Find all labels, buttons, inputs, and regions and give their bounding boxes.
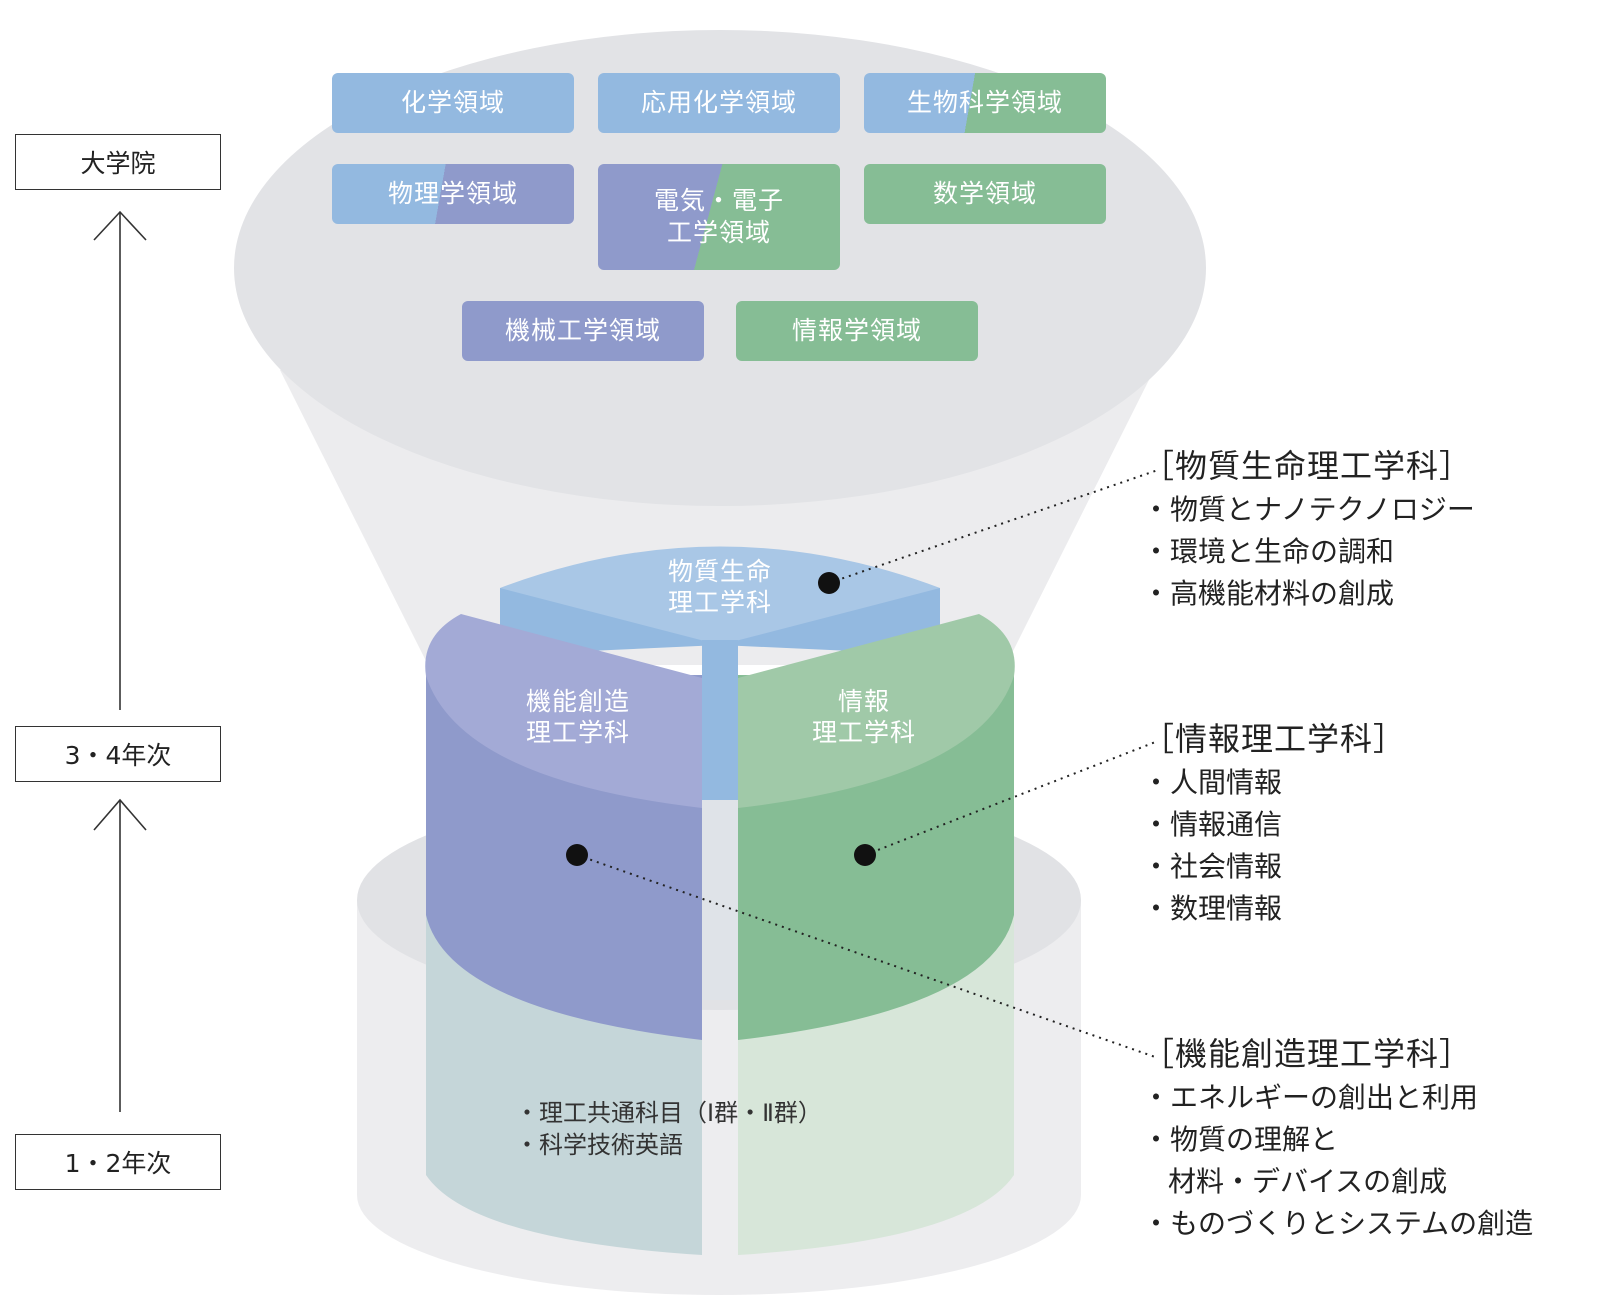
segment-right-line1: 情報 <box>837 687 890 716</box>
domain-applied-chemistry: 応用化学領域 <box>598 73 840 133</box>
segment-top <box>500 546 940 800</box>
segment-right-label: 情報 理工学科 <box>764 686 964 748</box>
domain-biological-science: 生物科学領域 <box>864 73 1106 133</box>
domain-chemistry: 化学領域 <box>332 73 574 133</box>
dept-material-life: ［物質生命理工学科］ ・物質とナノテクノロジー ・環境と生命の調和 ・高機能材料… <box>1142 445 1475 615</box>
dept-function-creation-title: ［機能創造理工学科］ <box>1142 1035 1473 1073</box>
dept-information-title: ［情報理工学科］ <box>1142 720 1407 758</box>
domain-mathematics: 数学領域 <box>864 164 1106 224</box>
dept-information: ［情報理工学科］ ・人間情報 ・情報通信 ・社会情報 ・数理情報 <box>1142 718 1406 930</box>
segment-right-line2: 理工学科 <box>811 718 916 747</box>
domain-informatics: 情報学領域 <box>736 301 978 361</box>
stage-graduate: 大学院 <box>15 134 221 190</box>
domain-electrical-line2: 工学領域 <box>666 218 771 247</box>
segment-left <box>425 614 702 1040</box>
stage-arrows <box>93 210 147 1112</box>
dept-item: ・環境と生命の調和 <box>1142 535 1395 568</box>
dept-item: ・社会情報 <box>1142 850 1283 883</box>
stage-year34: 3・4年次 <box>15 726 221 782</box>
segment-top-label: 物質生命 理工学科 <box>620 556 820 618</box>
common-courses: ・理工共通科目（Ⅰ群・Ⅱ群） ・科学技術英語 <box>515 1097 822 1161</box>
dept-function-creation: ［機能創造理工学科］ ・エネルギーの創出と利用 ・物質の理解と 材料・デバイスの… <box>1142 1033 1533 1245</box>
dept-item: 材料・デバイスの創成 <box>1168 1165 1448 1198</box>
dept-material-life-title: ［物質生命理工学科］ <box>1142 447 1473 485</box>
dept-item: ・エネルギーの創出と利用 <box>1142 1081 1479 1114</box>
leader-line-left <box>576 854 1159 1059</box>
domain-mechanical: 機械工学領域 <box>462 301 704 361</box>
leader-lines <box>576 469 1159 1059</box>
common-course-item: ・科学技術英語 <box>515 1131 683 1159</box>
common-course-item: ・理工共通科目（Ⅰ群・Ⅱ群） <box>515 1099 822 1127</box>
segment-left-line2: 理工学科 <box>525 718 630 747</box>
stage-year12: 1・2年次 <box>15 1134 221 1190</box>
domain-electrical-line1: 電気・電子 <box>653 186 784 215</box>
dept-item: ・ものづくりとシステムの創造 <box>1142 1207 1534 1240</box>
dept-item: ・物質の理解と <box>1142 1123 1339 1156</box>
segment-left-label: 機能創造 理工学科 <box>478 686 678 748</box>
segment-top-line2: 理工学科 <box>667 588 772 617</box>
segment-right <box>738 614 1015 1040</box>
domain-electrical-electronic: 電気・電子 工学領域 <box>598 164 840 270</box>
dept-item: ・物質とナノテクノロジー <box>1142 493 1475 526</box>
segment-left-line1: 機能創造 <box>525 687 630 716</box>
segment-top-dot <box>818 572 840 594</box>
segment-right-dot <box>854 844 876 866</box>
segment-left-dot <box>566 844 588 866</box>
dept-item: ・高機能材料の創成 <box>1142 577 1395 610</box>
dept-item: ・数理情報 <box>1142 892 1283 925</box>
dept-item: ・人間情報 <box>1142 766 1283 799</box>
leader-line-top <box>828 469 1159 584</box>
segment-top-line1: 物質生命 <box>667 557 772 586</box>
dept-item: ・情報通信 <box>1142 808 1283 841</box>
arrow-head-year34 <box>93 798 147 831</box>
domain-physics: 物理学領域 <box>332 164 574 224</box>
arrow-head-graduate <box>93 210 147 241</box>
